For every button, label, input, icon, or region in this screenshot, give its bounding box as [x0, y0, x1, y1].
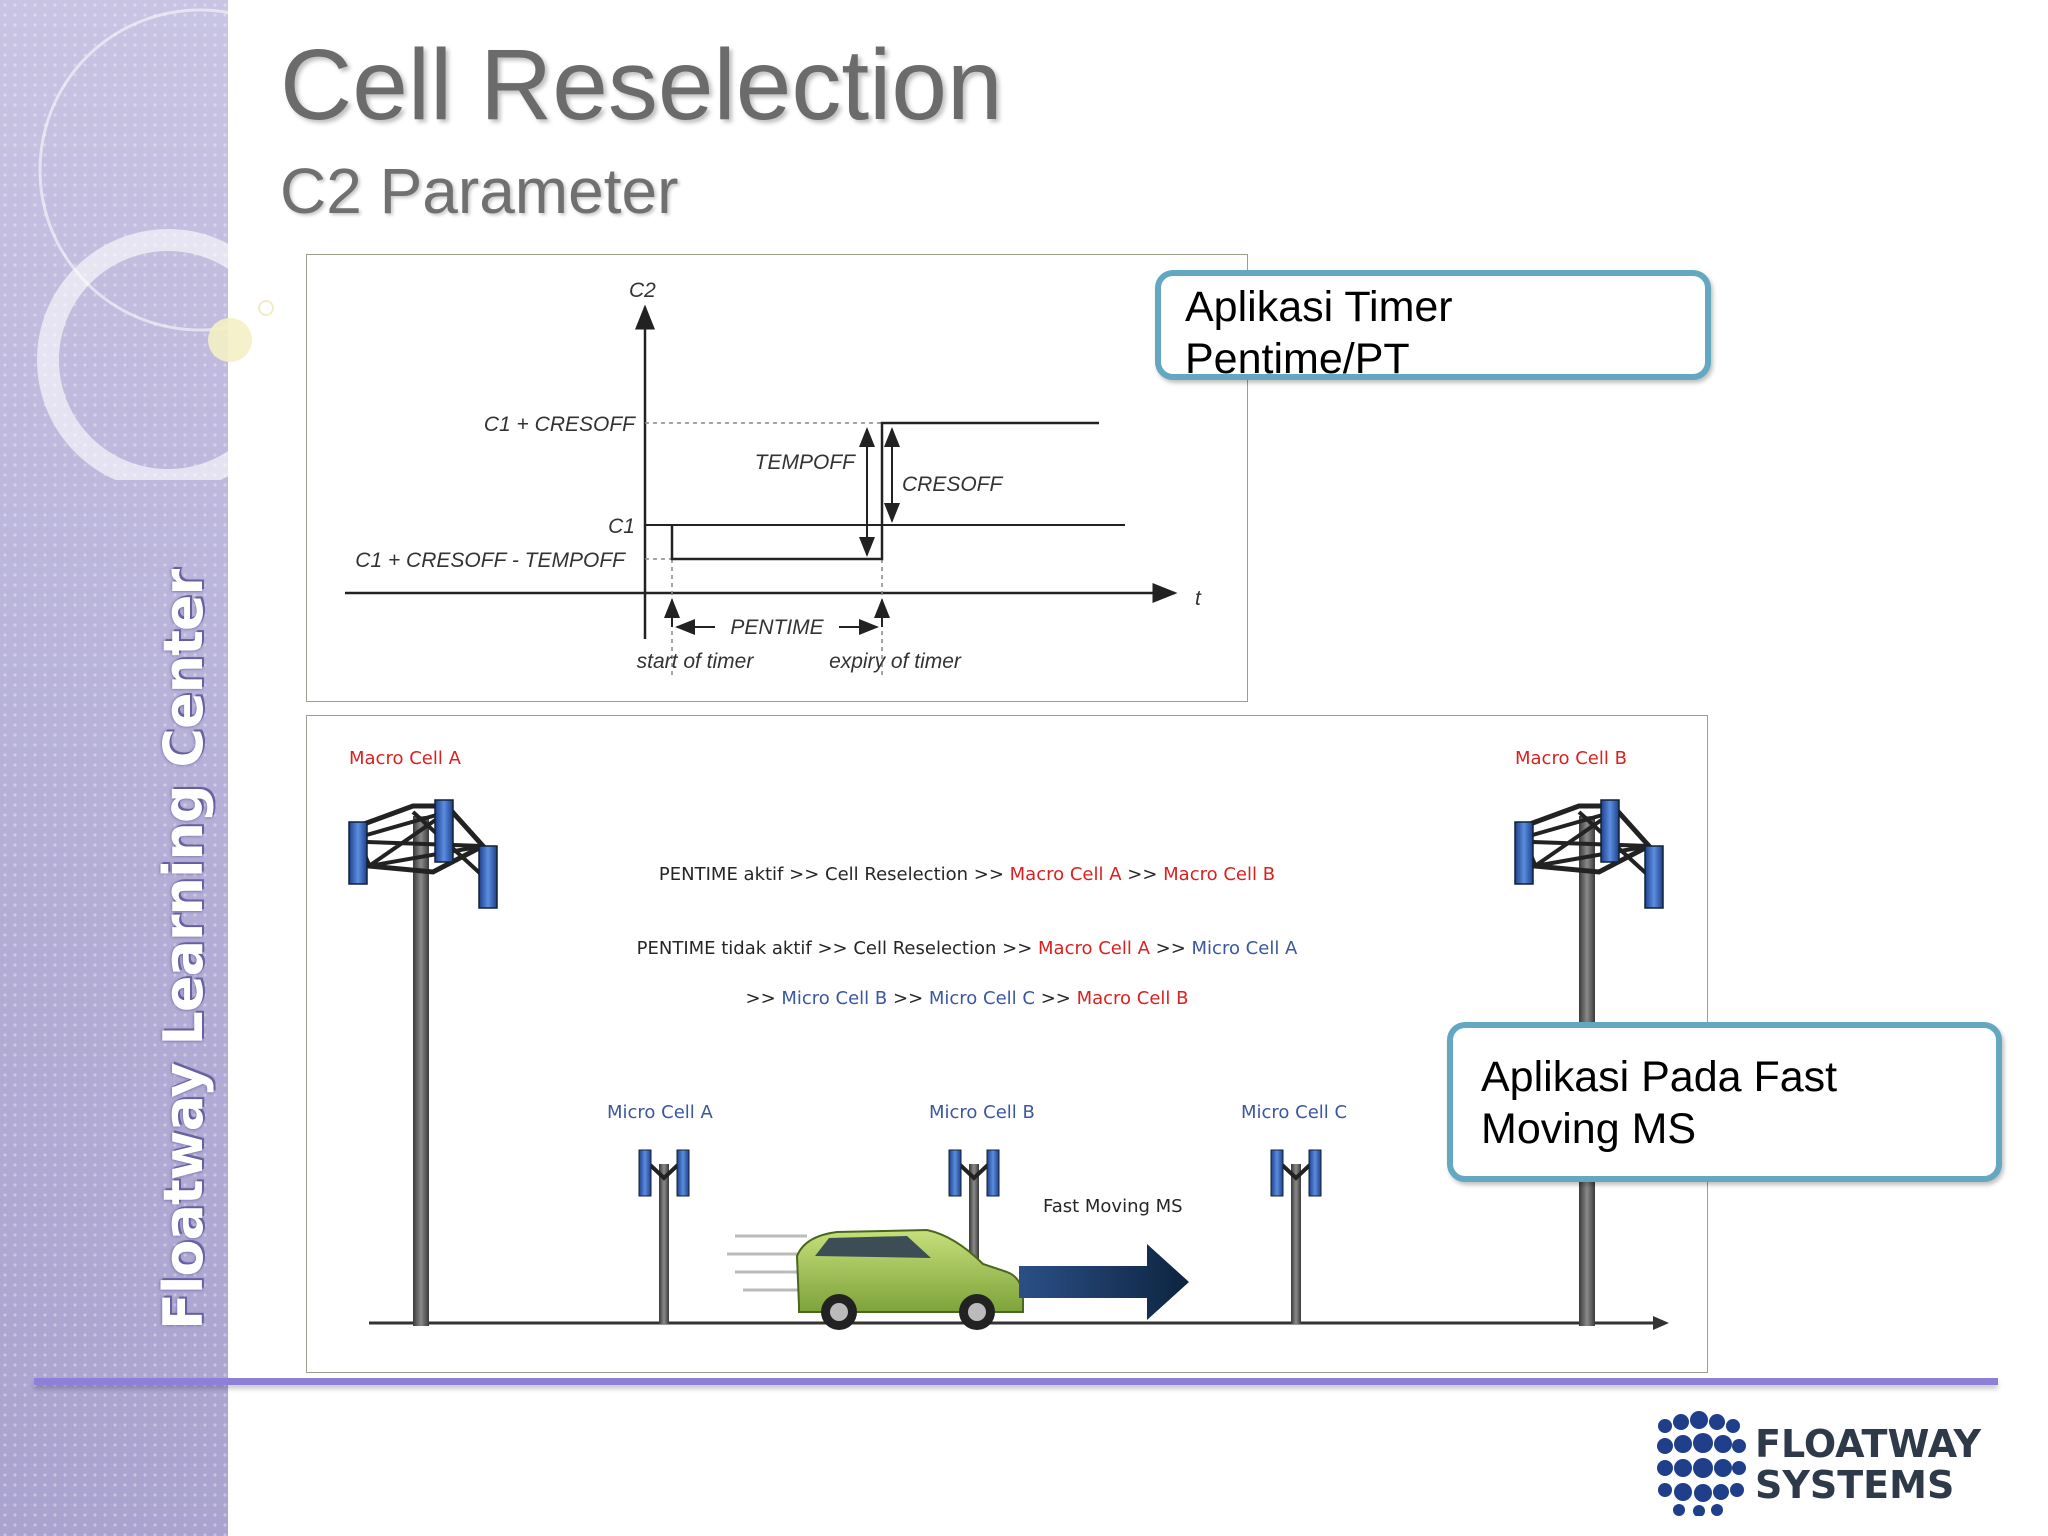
slide-title: Cell Reselection — [280, 29, 1003, 141]
sidebar-brand-text: Floatway Learning Center — [152, 569, 215, 1330]
logo-text-floatway: FLOATWAY — [1755, 1422, 1981, 1466]
floatway-logo: FLOATWAY SYSTEMS — [1657, 1411, 1981, 1516]
macro-tower-a-icon — [348, 799, 498, 1326]
car-icon — [727, 1228, 1024, 1330]
logo-dots-icon — [1657, 1411, 1746, 1516]
text-pentime-aktif: PENTIME aktif >> Cell Reselection >> Mac… — [659, 864, 1275, 885]
sidebar-decoration — [37, 8, 300, 480]
label-start-of-timer: start of timer — [637, 650, 755, 673]
logo-text-systems: SYSTEMS — [1755, 1463, 1954, 1507]
sidebar: Floatway Learning Center — [0, 0, 300, 1536]
callout-aplikasi-timer: Aplikasi Timer Pentime/PT — [1155, 270, 1711, 383]
callout-timer-line1: Aplikasi Timer — [1185, 283, 1453, 331]
label-micro-cell-b: Micro Cell B — [929, 1102, 1035, 1123]
callout-timer-line2: Pentime/PT — [1185, 334, 1410, 383]
label-cresoff: CRESOFF — [902, 473, 1004, 496]
label-expiry-of-timer: expiry of timer — [829, 650, 962, 673]
label-pentime: PENTIME — [730, 616, 824, 639]
label-macro-cell-a: Macro Cell A — [349, 748, 462, 769]
callout-aplikasi-fast-moving: Aplikasi Pada Fast Moving MS — [1447, 1022, 2002, 1182]
label-fast-moving-ms: Fast Moving MS — [1043, 1196, 1183, 1217]
label-c1-cresoff: C1 + CRESOFF — [484, 413, 636, 436]
callout-fast-line2: Moving MS — [1481, 1104, 1697, 1153]
cell-reselection-diagram: Macro Cell A Macro Cell B Micro Cell A M… — [306, 715, 1708, 1373]
pentime-timer-diagram: C2 t C1 + CRESOFF C1 C1 + CRESOFF - TEMP… — [306, 254, 1248, 702]
label-macro-cell-b: Macro Cell B — [1515, 748, 1627, 769]
text-pentime-tidak-aktif: PENTIME tidak aktif >> Cell Reselection … — [637, 938, 1298, 959]
footer-divider — [34, 1378, 1998, 1385]
c2-axis-label: C2 — [629, 279, 656, 302]
c2-trace — [670, 421, 1099, 561]
micro-tower-b-icon — [948, 1149, 1000, 1324]
label-c1-cresoff-tempoff: C1 + CRESOFF - TEMPOFF — [355, 549, 626, 572]
text-pentime-tidak-aktif-cont: >> Micro Cell B >> Micro Cell C >> Macro… — [745, 988, 1188, 1009]
slide-subtitle: C2 Parameter — [280, 155, 679, 227]
direction-arrow-icon — [1019, 1244, 1189, 1320]
micro-tower-a-icon — [638, 1149, 690, 1324]
label-c1: C1 — [608, 515, 635, 538]
callout-fast-line1: Aplikasi Pada Fast — [1481, 1053, 1838, 1101]
micro-tower-c-icon — [1270, 1149, 1322, 1324]
t-axis-label: t — [1195, 587, 1202, 610]
label-tempoff: TEMPOFF — [755, 451, 856, 474]
label-micro-cell-a: Micro Cell A — [607, 1102, 714, 1123]
label-micro-cell-c: Micro Cell C — [1241, 1102, 1347, 1123]
